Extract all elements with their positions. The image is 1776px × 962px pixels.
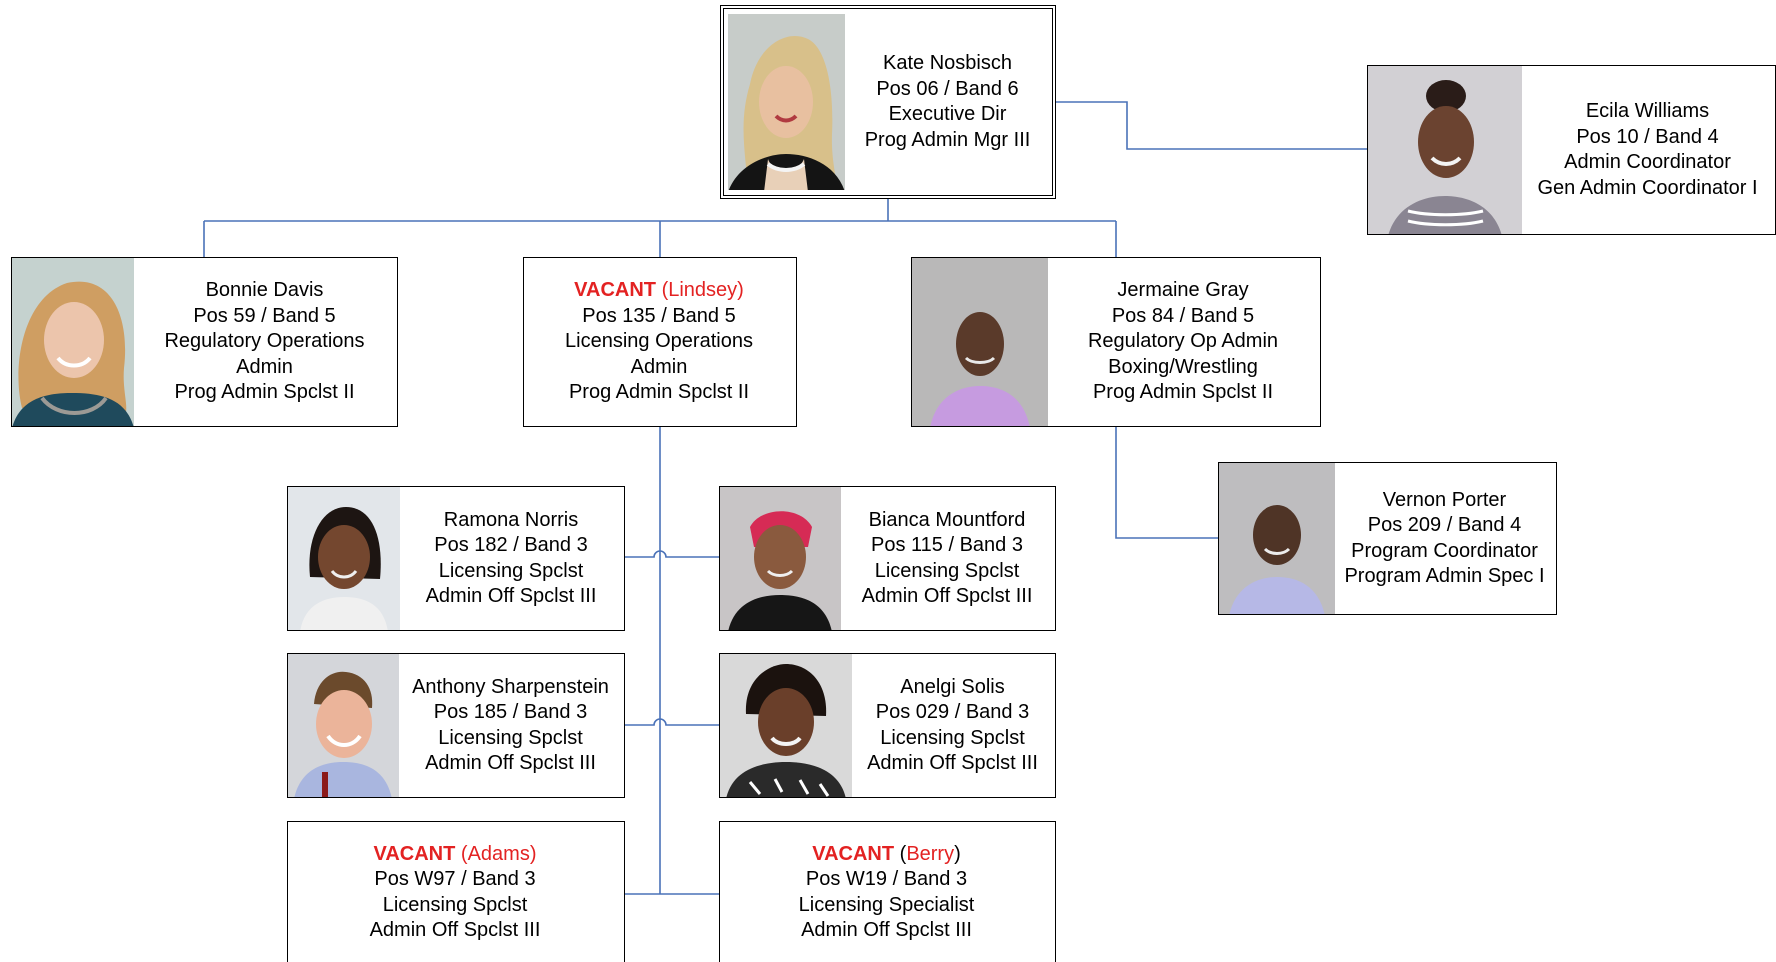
connector-row1 <box>624 550 719 558</box>
position-band: Pos 10 / Band 4 <box>1576 125 1719 148</box>
classification: Prog Admin Mgr III <box>864 128 1031 151</box>
working-title: Licensing Spclst <box>880 726 1025 749</box>
card-text: VACANT (Berry) Pos W19 / Band 3 Licensin… <box>720 822 1053 962</box>
photo-anelgi-solis <box>720 654 852 797</box>
card-vacant-adams[interactable]: VACANT (Adams) Pos W97 / Band 3 Licensin… <box>287 821 625 962</box>
classification: Program Admin Spec I <box>1344 565 1545 587</box>
classification: Admin Off Spclst III <box>867 752 1038 774</box>
working-title-line2: Boxing/Wrestling <box>1108 355 1258 378</box>
vacant-previous: (Adams) <box>460 842 537 865</box>
working-title: Licensing Spclst <box>438 726 583 749</box>
working-title: Admin Coordinator <box>1564 151 1731 173</box>
working-title-line2: Admin <box>236 355 293 378</box>
card-anthony-sharpenstein[interactable]: Anthony Sharpenstein Pos 185 / Band 3 Li… <box>287 653 625 798</box>
card-text: VACANT (Lindsey) Pos 135 / Band 5 Licens… <box>524 258 794 426</box>
classification: Prog Admin Spclst II <box>174 381 355 404</box>
person-name: Bianca Mountford <box>868 508 1026 531</box>
connector-kate-ecila <box>1055 101 1367 150</box>
card-ecila-williams[interactable]: Ecila Williams Pos 10 / Band 4 Admin Coo… <box>1367 65 1776 235</box>
card-ramona-norris[interactable]: Ramona Norris Pos 182 / Band 3 Licensing… <box>287 486 625 631</box>
position-band: Pos 115 / Band 3 <box>871 534 1023 556</box>
photo-kate-nosbisch <box>728 14 845 190</box>
position-band: Pos 84 / Band 5 <box>1111 304 1255 327</box>
paren-open: ( <box>899 842 907 865</box>
card-vacant-berry[interactable]: VACANT (Berry) Pos W19 / Band 3 Licensin… <box>719 821 1056 962</box>
working-title: Licensing Operations <box>565 330 753 353</box>
person-name: VACANT (Berry) <box>812 842 961 868</box>
card-text: Ecila Williams Pos 10 / Band 4 Admin Coo… <box>1522 66 1773 234</box>
position-band: Pos 59 / Band 5 <box>193 304 336 327</box>
working-title: Regulatory Op Admin <box>1087 330 1279 353</box>
person-name: Vernon Porter <box>1382 488 1507 511</box>
card-text: Anelgi Solis Pos 029 / Band 3 Licensing … <box>852 654 1053 797</box>
person-name: Kate Nosbisch <box>883 52 1012 74</box>
classification: Gen Admin Coordinator I <box>1537 176 1758 199</box>
classification: Admin Off Spclst III <box>801 919 972 941</box>
card-text: Anthony Sharpenstein Pos 185 / Band 3 Li… <box>399 654 622 797</box>
card-text: Vernon Porter Pos 209 / Band 4 Program C… <box>1335 463 1554 614</box>
working-title: Program Coordinator <box>1351 539 1538 562</box>
card-vacant-lindsey[interactable]: VACANT (Lindsey) Pos 135 / Band 5 Licens… <box>523 257 797 427</box>
card-jermaine-gray[interactable]: Jermaine Gray Pos 84 / Band 5 Regulatory… <box>911 257 1321 427</box>
photo-ramona-norris <box>288 487 400 630</box>
photo-bianca-mountford <box>720 487 841 630</box>
working-title: Licensing Spclst <box>438 559 584 582</box>
person-name: Jermaine Gray <box>1117 279 1249 302</box>
position-band: Pos W19 / Band 3 <box>805 868 968 890</box>
working-title: Licensing Specialist <box>798 893 975 916</box>
vacant-previous: Berry <box>906 842 955 865</box>
person-name: Ramona Norris <box>443 508 579 531</box>
position-band: Pos 209 / Band 4 <box>1367 514 1522 536</box>
vacant-label: VACANT <box>812 842 895 865</box>
photo-vernon-porter <box>1219 463 1335 614</box>
vacant-label: VACANT <box>373 842 456 865</box>
position-band: Pos 182 / Band 3 <box>434 534 588 556</box>
classification: Admin Off Spclst III <box>425 752 596 774</box>
person-name: VACANT (Lindsey) <box>574 278 744 304</box>
classification: Admin Off Spclst III <box>369 919 541 941</box>
classification: Admin Off Spclst III <box>861 585 1033 607</box>
working-title-line2: Admin <box>630 355 688 378</box>
card-vernon-porter[interactable]: Vernon Porter Pos 209 / Band 4 Program C… <box>1218 462 1557 615</box>
card-bianca-mountford[interactable]: Bianca Mountford Pos 115 / Band 3 Licens… <box>719 486 1056 631</box>
classification: Admin Off Spclst III <box>425 585 597 607</box>
photo-anthony-sharpenstein <box>288 654 399 797</box>
person-name: Anthony Sharpenstein <box>412 675 609 698</box>
card-kate-nosbisch[interactable]: Kate Nosbisch Pos 06 / Band 6 Executive … <box>720 5 1056 199</box>
working-title: Executive Dir <box>888 103 1007 125</box>
card-text: Jermaine Gray Pos 84 / Band 5 Regulatory… <box>1048 258 1318 426</box>
position-band: Pos 029 / Band 3 <box>875 701 1030 723</box>
card-text: Ramona Norris Pos 182 / Band 3 Licensing… <box>400 487 622 630</box>
person-name: VACANT (Adams) <box>374 842 537 868</box>
connector-jermaine-vernon <box>1115 426 1218 539</box>
card-text: Bianca Mountford Pos 115 / Band 3 Licens… <box>841 487 1053 630</box>
working-title: Licensing Spclst <box>874 559 1020 582</box>
working-title: Licensing Spclst <box>382 893 528 916</box>
vacant-previous: (Lindsey) <box>661 279 744 302</box>
card-text: Bonnie Davis Pos 59 / Band 5 Regulatory … <box>134 258 395 426</box>
position-band: Pos W97 / Band 3 <box>374 868 536 890</box>
position-band: Pos 185 / Band 3 <box>433 701 588 723</box>
person-name: Anelgi Solis <box>900 675 1005 698</box>
position-band: Pos 135 / Band 5 <box>582 304 736 327</box>
card-text: VACANT (Adams) Pos W97 / Band 3 Licensin… <box>288 822 622 962</box>
card-anelgi-solis[interactable]: Anelgi Solis Pos 029 / Band 3 Licensing … <box>719 653 1056 798</box>
paren-close: ) <box>954 842 961 865</box>
card-bonnie-davis[interactable]: Bonnie Davis Pos 59 / Band 5 Regulatory … <box>11 257 398 427</box>
position-band: Pos 06 / Band 6 <box>876 77 1019 100</box>
connector-row2 <box>624 718 719 726</box>
person-name: Bonnie Davis <box>205 279 324 302</box>
working-title: Regulatory Operations <box>164 330 365 353</box>
photo-bonnie-davis <box>12 258 134 426</box>
classification: Prog Admin Spclst II <box>568 381 750 404</box>
classification: Prog Admin Spclst II <box>1092 381 1274 404</box>
person-name: Ecila Williams <box>1585 100 1710 122</box>
photo-ecila-williams <box>1368 66 1522 234</box>
photo-jermaine-gray <box>912 258 1048 426</box>
card-text: Kate Nosbisch Pos 06 / Band 6 Executive … <box>845 9 1050 195</box>
vacant-label: VACANT <box>574 279 657 302</box>
